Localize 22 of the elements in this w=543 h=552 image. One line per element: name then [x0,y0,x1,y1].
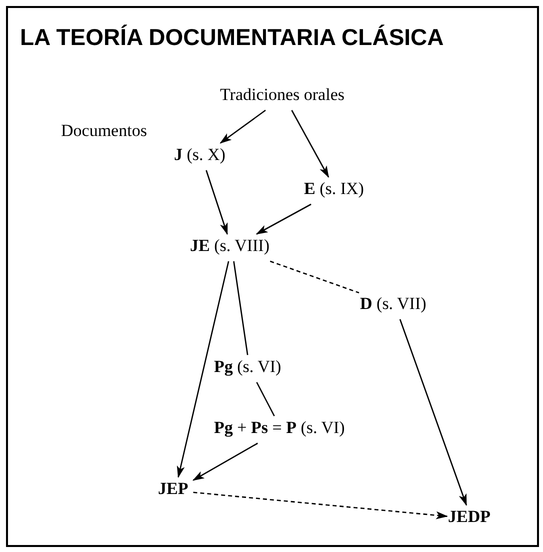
arrow [220,110,266,144]
node-text: E (s. IX) [304,178,364,200]
node-text: JE (s. VIII) [190,235,270,256]
note-label: Documentos [61,120,147,142]
node-text: JEP [158,478,188,500]
node-text: J (s. X) [174,144,226,166]
title: LA TEORÍA DOCUMENTARIA CLÁSICA [20,26,444,49]
arrow [399,319,467,506]
arrow [192,442,258,481]
node-text: Pg (s. VI) [214,356,282,378]
connector-line [270,260,360,294]
node-text: D (s. VII) [360,293,426,314]
arrow [176,261,230,478]
arrow [256,204,312,235]
node-text: JEDP [448,506,490,528]
node-text: Tradiciones orales [220,84,344,106]
arrow [206,170,228,235]
node-text: Pg + Ps = P (s. VI) [214,417,345,438]
arrow [291,110,330,178]
connector-line [256,382,275,416]
connector-line [233,261,248,356]
arrow [193,492,448,520]
